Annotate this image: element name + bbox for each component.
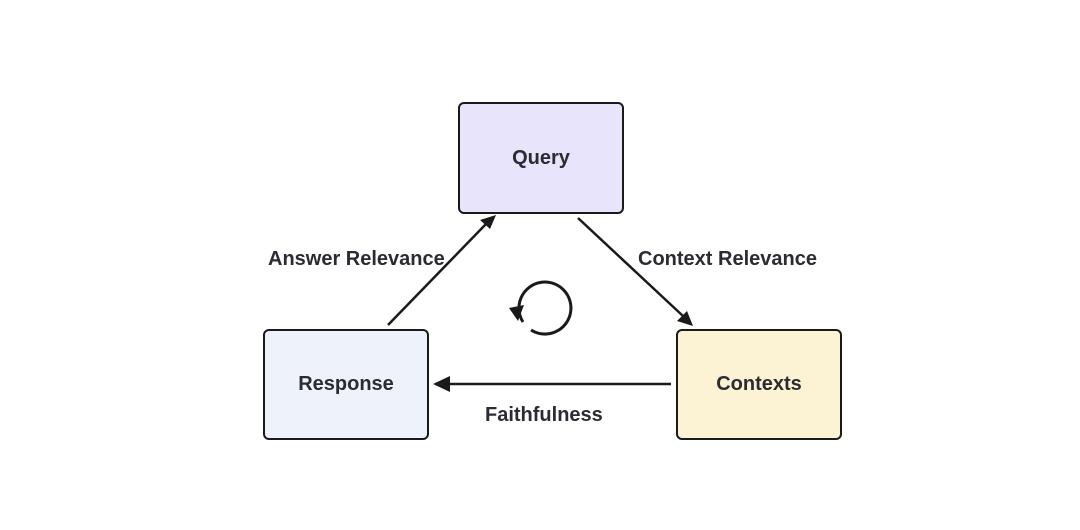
edge-faithfulness [433,376,671,392]
faithfulness-arrowhead [433,376,450,392]
response-node-label: Response [298,373,394,395]
faithfulness-label: Faithfulness [485,404,603,426]
contexts-node: Contexts [676,329,842,440]
cycle-arrow-icon [509,280,573,336]
query-node: Query [458,102,624,214]
query-node-label: Query [512,146,570,169]
edge-answer-relevance [387,215,496,326]
answer-relevance-line [387,223,487,326]
answer-relevance-arrowhead [480,215,496,229]
context-relevance-label: Context Relevance [638,248,817,270]
context-relevance-line [577,217,684,317]
response-node: Response [263,329,429,440]
answer-relevance-label: Answer Relevance [268,248,445,270]
contexts-node-label: Contexts [716,373,802,395]
edge-context-relevance [577,217,693,326]
context-relevance-arrowhead [677,311,693,326]
